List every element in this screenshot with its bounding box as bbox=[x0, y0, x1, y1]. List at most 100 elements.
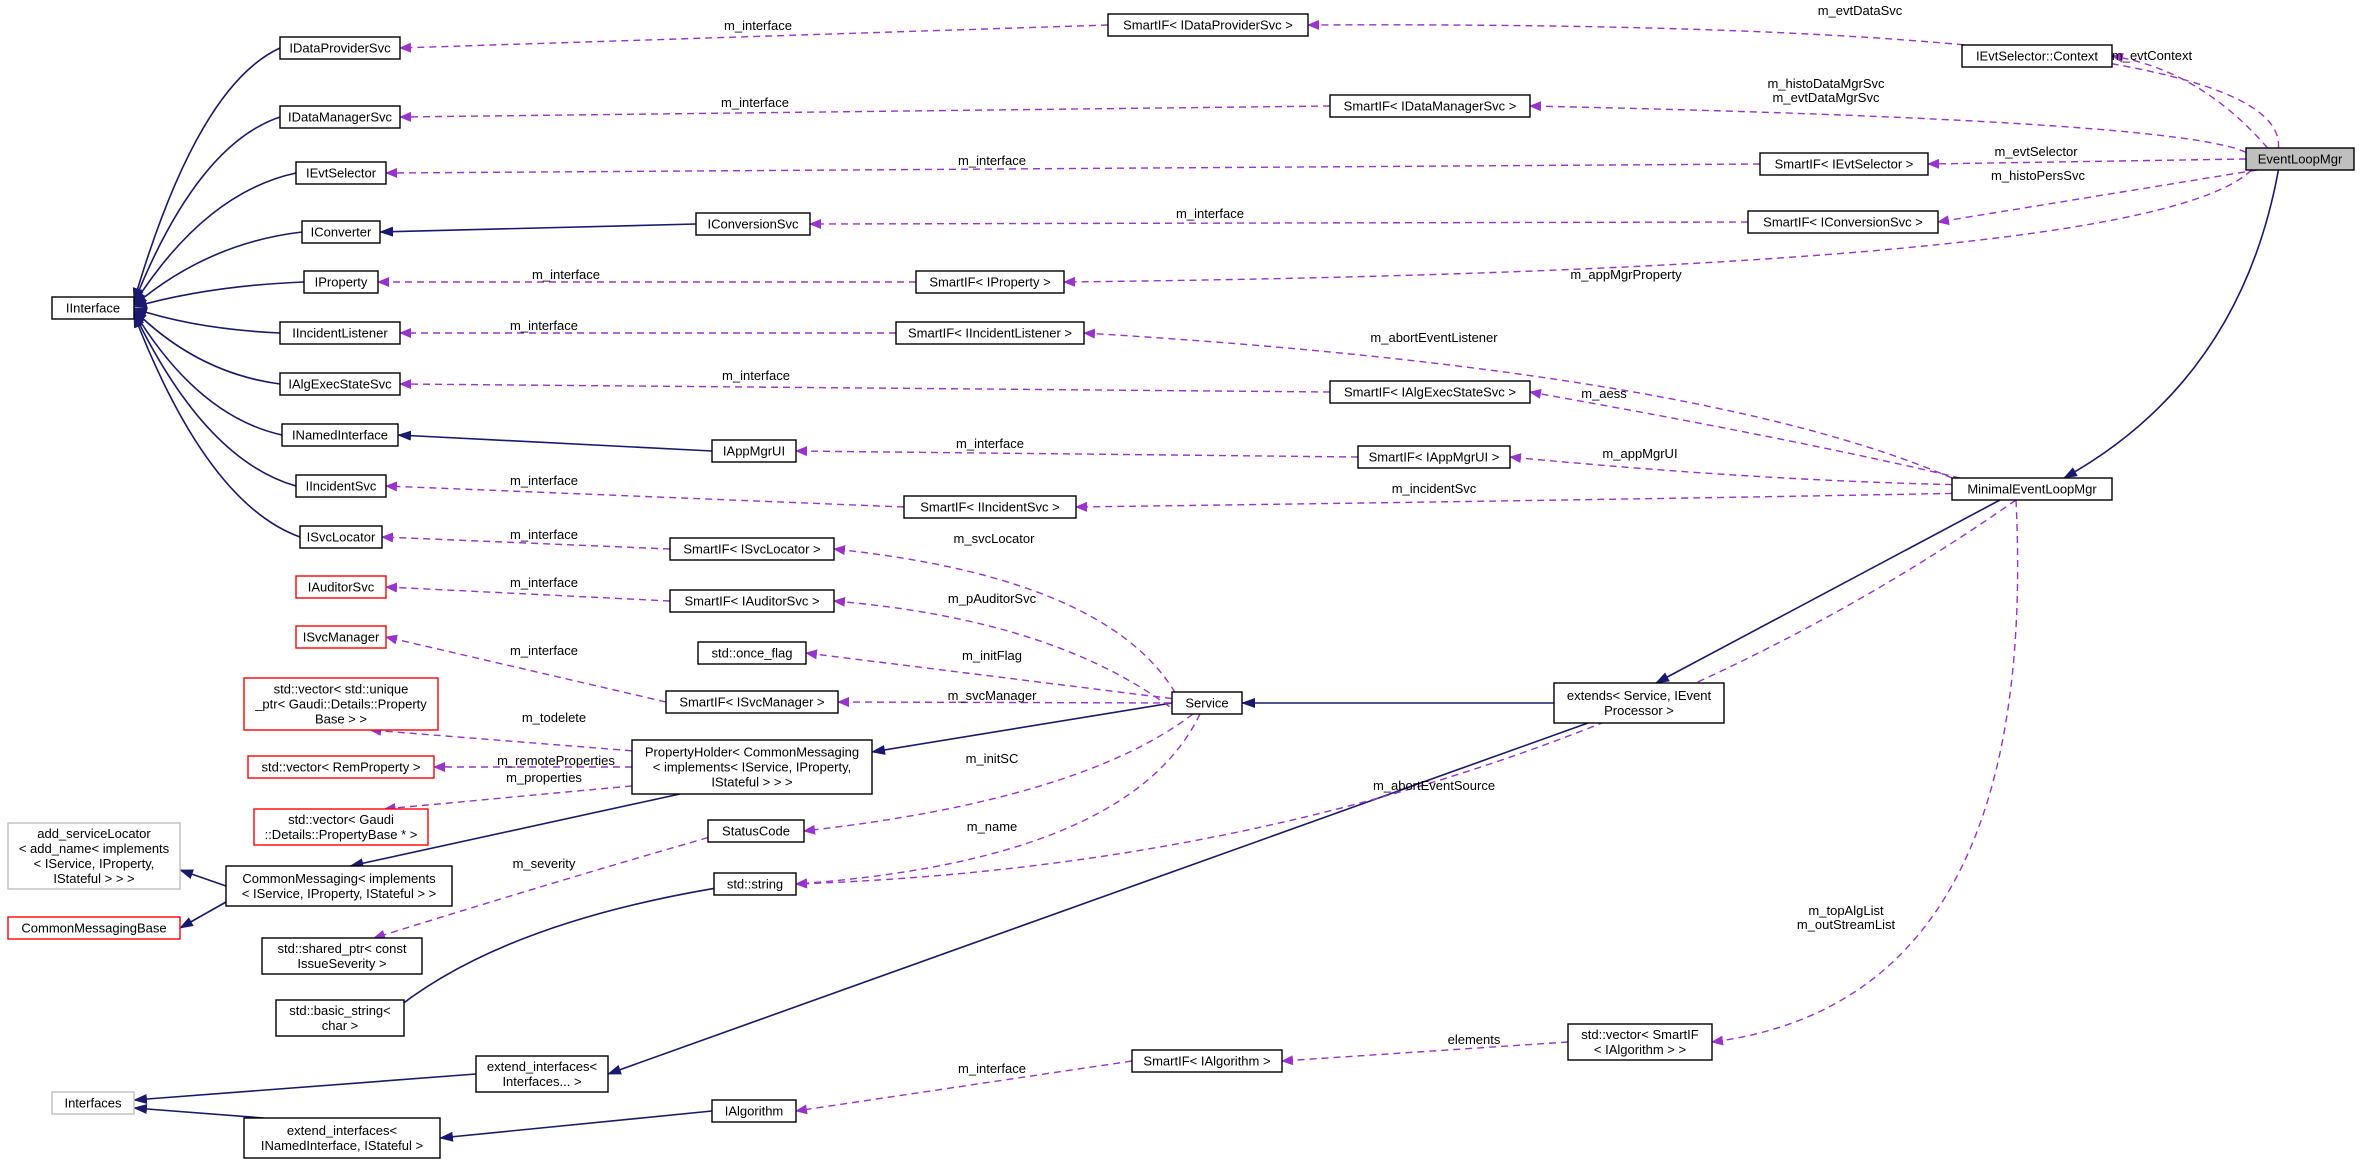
node-vec-smart-ifalgorithm[interactable]: std::vector< SmartIF< IAlgorithm > > bbox=[1567, 1023, 1713, 1061]
node-vec-rem-property[interactable]: std::vector< RemProperty > bbox=[247, 755, 435, 779]
node-property-holder[interactable]: PropertyHolder< CommonMessaging< impleme… bbox=[631, 739, 873, 795]
node-once-flag[interactable]: std::once_flag bbox=[697, 641, 807, 665]
node-box bbox=[51, 1091, 135, 1115]
node-label: std::once_flag bbox=[712, 646, 793, 661]
node-ialgorithm[interactable]: IAlgorithm bbox=[711, 1099, 797, 1123]
node-iconverter[interactable]: IConverter bbox=[301, 220, 381, 244]
edge-label-m-interface: m_interface bbox=[958, 153, 1026, 168]
node-label: extend_interfaces< bbox=[487, 1059, 597, 1074]
node-add-service-locator[interactable]: add_serviceLocator< add_name< implements… bbox=[7, 822, 181, 890]
node-iapp-mgr-ui[interactable]: IAppMgrUI bbox=[711, 439, 797, 463]
node-label: CommonMessaging< implements bbox=[242, 871, 436, 886]
inherits-IProperty-IInterface bbox=[133, 281, 305, 309]
node-ievt-selector-context[interactable]: IEvtSelector::Context bbox=[1961, 44, 2113, 68]
node-basic-string[interactable]: std::basic_string<char > bbox=[275, 999, 405, 1037]
node-interfaces[interactable]: Interfaces bbox=[51, 1091, 135, 1115]
node-box bbox=[279, 372, 401, 396]
node-ialg-exec-state-svc[interactable]: IAlgExecStateSvc bbox=[279, 372, 401, 396]
edge-label-m-remoteproperties: m_remoteProperties bbox=[497, 753, 615, 768]
node-smart-ifapp-mgr-ui[interactable]: SmartIF< IAppMgrUI > bbox=[1357, 445, 1511, 469]
node-extend-interfaces[interactable]: extend_interfaces<Interfaces... > bbox=[475, 1055, 609, 1093]
edge-label-m-name: m_name bbox=[967, 819, 1018, 834]
inherits-ISvcLocator-IInterface bbox=[133, 313, 301, 538]
node-iincident-svc[interactable]: IIncidentSvc bbox=[295, 474, 387, 498]
node-smart-ifsvc-manager[interactable]: SmartIF< ISvcManager > bbox=[665, 690, 839, 714]
node-smart-ifauditor-svc[interactable]: SmartIF< IAuditorSvc > bbox=[669, 589, 835, 613]
node-box bbox=[1951, 477, 2113, 501]
node-smart-ifalg-exec-state-svc[interactable]: SmartIF< IAlgExecStateSvc > bbox=[1329, 380, 1531, 404]
inherits-MinimalEventLoopMgr-extends bbox=[1655, 499, 2001, 684]
node-inamed-interface[interactable]: INamedInterface bbox=[281, 423, 399, 447]
node-box bbox=[895, 321, 1085, 345]
node-label: extends< Service, IEvent bbox=[1567, 688, 1712, 703]
node-iconversion-svc[interactable]: IConversionSvc bbox=[695, 212, 811, 236]
node-smart-ifdata-manager-svc[interactable]: SmartIF< IDataManagerSvc > bbox=[1329, 94, 1531, 118]
uses-smartif-conversion-interface bbox=[809, 218, 1749, 229]
node-iproperty[interactable]: IProperty bbox=[303, 270, 379, 294]
node-event-loop-mgr[interactable]: EventLoopMgr bbox=[2245, 147, 2355, 171]
node-label: IProperty bbox=[315, 275, 368, 290]
node-box bbox=[1329, 380, 1531, 404]
node-box bbox=[915, 270, 1065, 294]
node-box bbox=[295, 474, 387, 498]
node-label: IEvtSelector bbox=[306, 166, 377, 181]
node-iincident-listener[interactable]: IIncidentListener bbox=[279, 321, 401, 345]
node-box bbox=[1329, 94, 1531, 118]
node-status-code[interactable]: StatusCode bbox=[707, 819, 805, 843]
node-idata-provider-svc[interactable]: IDataProviderSvc bbox=[279, 36, 401, 60]
edge-label-m-interface: m_interface bbox=[721, 95, 789, 110]
edge-label-m-aborteventsource: m_abortEventSource bbox=[1373, 778, 1495, 793]
node-label: CommonMessagingBase bbox=[21, 921, 166, 936]
node-label: INamedInterface bbox=[292, 428, 388, 443]
node-iauditor-svc[interactable]: IAuditorSvc bbox=[295, 575, 387, 599]
edge-label-m-interface: m_interface bbox=[510, 318, 578, 333]
node-box bbox=[295, 625, 387, 649]
inherits-Service-PropertyHolder bbox=[871, 702, 1173, 755]
node-label: < IAlgorithm > > bbox=[1594, 1042, 1686, 1057]
node-smart-ifsvc-locator[interactable]: SmartIF< ISvcLocator > bbox=[669, 537, 835, 561]
node-common-messaging[interactable]: CommonMessaging< implements< IService, I… bbox=[225, 865, 453, 907]
node-isvc-manager[interactable]: ISvcManager bbox=[295, 625, 387, 649]
uses-appMgrProperty bbox=[1063, 169, 2252, 287]
node-smart-ifalgorithm[interactable]: SmartIF< IAlgorithm > bbox=[1131, 1049, 1283, 1073]
node-label: std::vector< SmartIF bbox=[1581, 1027, 1698, 1042]
node-idata-manager-svc[interactable]: IDataManagerSvc bbox=[279, 105, 401, 129]
node-smart-ifevt-selector[interactable]: SmartIF< IEvtSelector > bbox=[1759, 152, 1929, 176]
inherits-IAlgorithm-extend_interfaces bbox=[439, 1110, 713, 1142]
inherits-extends-extend_interfaces bbox=[607, 722, 1589, 1075]
node-common-messaging-base[interactable]: CommonMessagingBase bbox=[7, 916, 181, 940]
uses-svcManager bbox=[837, 697, 1173, 708]
edge-label-elements: elements bbox=[1448, 1032, 1501, 1047]
node-label: SmartIF< ISvcLocator > bbox=[683, 542, 820, 557]
node-box bbox=[279, 105, 401, 129]
node-label: SmartIF< IDataProviderSvc > bbox=[1123, 18, 1293, 33]
node-extend-interfaces-named[interactable]: extend_interfaces<INamedInterface, IStat… bbox=[243, 1117, 441, 1159]
node-smart-ifconversion-svc[interactable]: SmartIF< IConversionSvc > bbox=[1747, 210, 1939, 234]
node-iinterface[interactable]: IInterface bbox=[51, 296, 135, 320]
inherits-extend_interfaces-Interfaces bbox=[133, 1073, 477, 1105]
node-ievt-selector[interactable]: IEvtSelector bbox=[295, 161, 387, 185]
node-vec-prop-base-ptr[interactable]: std::vector< Gaudi::Details::PropertyBas… bbox=[253, 808, 429, 846]
edge-label-m-evtdatasvc: m_evtDataSvc bbox=[1818, 3, 1903, 18]
inherits-IEvtSelector-IInterface bbox=[133, 172, 297, 305]
node-box bbox=[279, 36, 401, 60]
edge-label-m-initflag: m_initFlag bbox=[962, 648, 1022, 663]
node-isvc-locator[interactable]: ISvcLocator bbox=[299, 525, 383, 549]
node-service[interactable]: Service bbox=[1171, 691, 1243, 715]
node-smart-ifincident-svc[interactable]: SmartIF< IIncidentSvc > bbox=[903, 495, 1077, 519]
node-vec-unique-ptr-prop[interactable]: std::vector< std::unique_ptr< Gaudi::Det… bbox=[243, 677, 439, 731]
node-smart-ifincident-listener[interactable]: SmartIF< IIncidentListener > bbox=[895, 321, 1085, 345]
node-smart-ifproperty[interactable]: SmartIF< IProperty > bbox=[915, 270, 1065, 294]
node-label: ::Details::PropertyBase * > bbox=[265, 827, 418, 842]
node-minimal-event-loop-mgr[interactable]: MinimalEventLoopMgr bbox=[1951, 477, 2113, 501]
node-std-string[interactable]: std::string bbox=[713, 872, 797, 896]
node-smart-ifdata-provider-svc[interactable]: SmartIF< IDataProviderSvc > bbox=[1107, 13, 1309, 37]
node-label: IStateful > > > bbox=[711, 775, 792, 790]
edge-label-m-appmgrui: m_appMgrUI bbox=[1602, 446, 1677, 461]
inherits-PropertyHolder-CommonMessaging bbox=[349, 793, 681, 869]
edge-label-m-evtcontext: m_evtContext bbox=[2112, 48, 2193, 63]
uses-evtContext bbox=[2111, 52, 2269, 149]
node-box bbox=[1747, 210, 1939, 234]
